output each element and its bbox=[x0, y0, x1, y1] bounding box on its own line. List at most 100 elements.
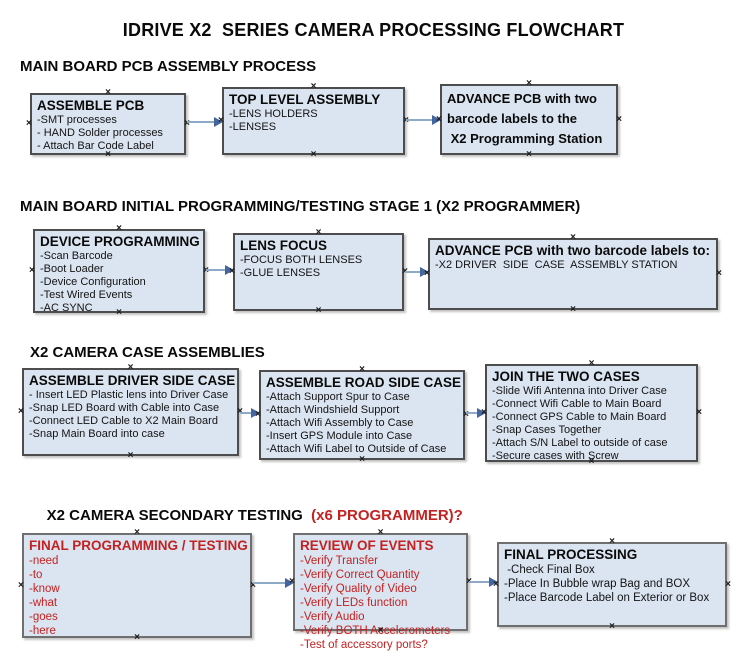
box-item: -here bbox=[29, 625, 56, 637]
box-title: DEVICE PROGRAMMING bbox=[40, 234, 200, 249]
box-item: -what bbox=[29, 597, 58, 609]
box-item: -AC SYNC bbox=[40, 302, 93, 314]
box-item: barcode labels to the bbox=[447, 111, 578, 126]
box-item: -Check Final Box bbox=[504, 564, 595, 576]
box-item: -GLUE LENSES bbox=[240, 267, 321, 279]
box-title: FINAL PROGRAMMING / TESTING bbox=[29, 538, 248, 553]
box-item: - HAND Solder processes bbox=[37, 127, 163, 139]
box-item: - Attach Bar Code Label bbox=[37, 140, 154, 152]
box-title: REVIEW OF EVENTS bbox=[300, 538, 434, 553]
anchor-handle-icon bbox=[378, 626, 384, 636]
box-item: -X2 DRIVER SIDE CASE ASSEMBLY STATION bbox=[435, 259, 678, 271]
anchor-handle-icon bbox=[116, 308, 122, 318]
box-join-the-two-cases: JOIN THE TWO CASES -Slide Wifi Antenna i… bbox=[485, 364, 698, 462]
box-title: FINAL PROCESSING bbox=[504, 547, 638, 562]
anchor-handle-icon bbox=[229, 267, 235, 277]
flow-arrow bbox=[253, 578, 294, 588]
section-heading-red-suffix: (x6 PROGRAMMER)? bbox=[306, 507, 463, 524]
box-assemble-driver-side-case: ASSEMBLE DRIVER SIDE CASE - Insert LED P… bbox=[22, 368, 239, 456]
anchor-handle-icon bbox=[105, 150, 111, 160]
anchor-handle-icon bbox=[134, 633, 140, 643]
box-item: -Verify Transfer bbox=[300, 555, 378, 567]
box-advance-pcb-case-assembly: ADVANCE PCB with two barcode labels to: … bbox=[428, 238, 718, 310]
box-item: -Attach S/N Label to outside of case bbox=[492, 437, 668, 449]
anchor-handle-icon bbox=[18, 581, 24, 591]
anchor-handle-icon bbox=[481, 408, 487, 418]
box-item: -Snap Cases Together bbox=[492, 424, 602, 436]
box-item: -Verify Quality of Video bbox=[300, 583, 417, 595]
flow-arrow bbox=[469, 577, 498, 587]
box-item: -Attach Wifi Label to Outside of Case bbox=[266, 443, 447, 455]
anchor-handle-icon bbox=[128, 451, 134, 461]
anchor-handle-icon bbox=[589, 359, 595, 369]
box-item: -Connect Wifi Cable to Main Board bbox=[492, 398, 662, 410]
box-item: -FOCUS BOTH LENSES bbox=[240, 254, 363, 266]
box-item: -Device Configuration bbox=[40, 276, 146, 288]
anchor-handle-icon bbox=[609, 537, 615, 547]
box-title: ASSEMBLE PCB bbox=[37, 98, 145, 113]
box-assemble-pcb: ASSEMBLE PCB -SMT processes - HAND Solde… bbox=[30, 93, 186, 155]
section-heading-pcb-assembly: MAIN BOARD PCB ASSEMBLY PROCESS bbox=[20, 58, 317, 75]
box-item: -LENSES bbox=[229, 121, 277, 133]
anchor-handle-icon bbox=[116, 224, 122, 234]
box-item: -Snap Main Board into case bbox=[29, 428, 165, 440]
anchor-handle-icon bbox=[616, 115, 622, 125]
anchor-handle-icon bbox=[526, 79, 532, 89]
anchor-handle-icon bbox=[359, 365, 365, 375]
box-item: -Attach Support Spur to Case bbox=[266, 391, 410, 403]
anchor-handle-icon bbox=[609, 622, 615, 632]
anchor-handle-icon bbox=[105, 88, 111, 98]
box-item: -Attach Windshield Support bbox=[266, 404, 400, 416]
anchor-handle-icon bbox=[696, 408, 702, 418]
box-item: -Connect LED Cable to X2 Main Board bbox=[29, 415, 218, 427]
anchor-handle-icon bbox=[128, 363, 134, 373]
box-item: ADVANCE PCB with two bbox=[447, 91, 597, 106]
flow-arrow bbox=[187, 117, 223, 127]
box-item: -Scan Barcode bbox=[40, 250, 113, 262]
box-title: ADVANCE PCB with two barcode labels to: bbox=[435, 243, 711, 258]
box-item: -Attach Wifi Assembly to Case bbox=[266, 417, 414, 429]
box-item: - Insert LED Plastic lens into Driver Ca… bbox=[29, 389, 229, 401]
anchor-handle-icon bbox=[570, 305, 576, 315]
section-heading-case-assemblies: X2 CAMERA CASE ASSEMBLIES bbox=[30, 344, 265, 361]
page-title: IDRIVE X2 SERIES CAMERA PROCESSING FLOWC… bbox=[122, 20, 625, 40]
box-item: -Slide Wifi Antenna into Driver Case bbox=[492, 385, 667, 397]
box-item: -Secure cases with Screw bbox=[492, 450, 619, 462]
anchor-handle-icon bbox=[255, 410, 261, 420]
box-item: -Place Barcode Label on Exterior or Box bbox=[504, 592, 710, 604]
anchor-handle-icon bbox=[716, 269, 722, 279]
anchor-handle-icon bbox=[26, 119, 32, 129]
section-heading-text: X2 CAMERA SECONDARY TESTING bbox=[46, 507, 307, 524]
anchor-handle-icon bbox=[570, 233, 576, 243]
box-lens-focus: LENS FOCUS -FOCUS BOTH LENSES -GLUE LENS… bbox=[233, 233, 404, 311]
anchor-handle-icon bbox=[403, 116, 409, 126]
box-title: TOP LEVEL ASSEMBLY bbox=[229, 92, 381, 107]
box-assemble-road-side-case: ASSEMBLE ROAD SIDE CASE -Attach Support … bbox=[259, 370, 465, 460]
box-item: -know bbox=[29, 583, 60, 595]
anchor-handle-icon bbox=[378, 528, 384, 538]
anchor-handle-icon bbox=[436, 115, 442, 125]
anchor-handle-icon bbox=[311, 82, 317, 92]
anchor-handle-icon bbox=[311, 150, 317, 160]
anchor-handle-icon bbox=[359, 455, 365, 465]
anchor-handle-icon bbox=[526, 150, 532, 160]
box-item: -Verify Audio bbox=[300, 611, 365, 623]
anchor-handle-icon bbox=[18, 407, 24, 417]
box-final-programming-testing: FINAL PROGRAMMING / TESTING -need -to -k… bbox=[22, 533, 252, 638]
box-item: -Connect GPS Cable to Main Board bbox=[492, 411, 667, 423]
box-title: LENS FOCUS bbox=[240, 238, 328, 253]
box-item: -LENS HOLDERS bbox=[229, 108, 318, 120]
box-device-programming: DEVICE PROGRAMMING -Scan Barcode -Boot L… bbox=[33, 229, 205, 314]
box-item: -Verify LEDs function bbox=[300, 597, 408, 609]
box-final-processing: FINAL PROCESSING -Check Final Box -Place… bbox=[497, 542, 727, 627]
box-advance-pcb-programming-station: ADVANCE PCB with two barcode labels to t… bbox=[440, 84, 618, 155]
box-title: ASSEMBLE DRIVER SIDE CASE bbox=[29, 373, 236, 388]
anchor-handle-icon bbox=[316, 306, 322, 316]
anchor-handle-icon bbox=[493, 580, 499, 590]
anchor-handle-icon bbox=[203, 266, 209, 276]
section-heading-initial-programming: MAIN BOARD INITIAL PROGRAMMING/TESTING S… bbox=[20, 198, 581, 215]
box-item: -to bbox=[29, 569, 43, 581]
anchor-handle-icon bbox=[589, 457, 595, 467]
box-item: -Verify BOTH Accelerometers bbox=[300, 625, 451, 637]
